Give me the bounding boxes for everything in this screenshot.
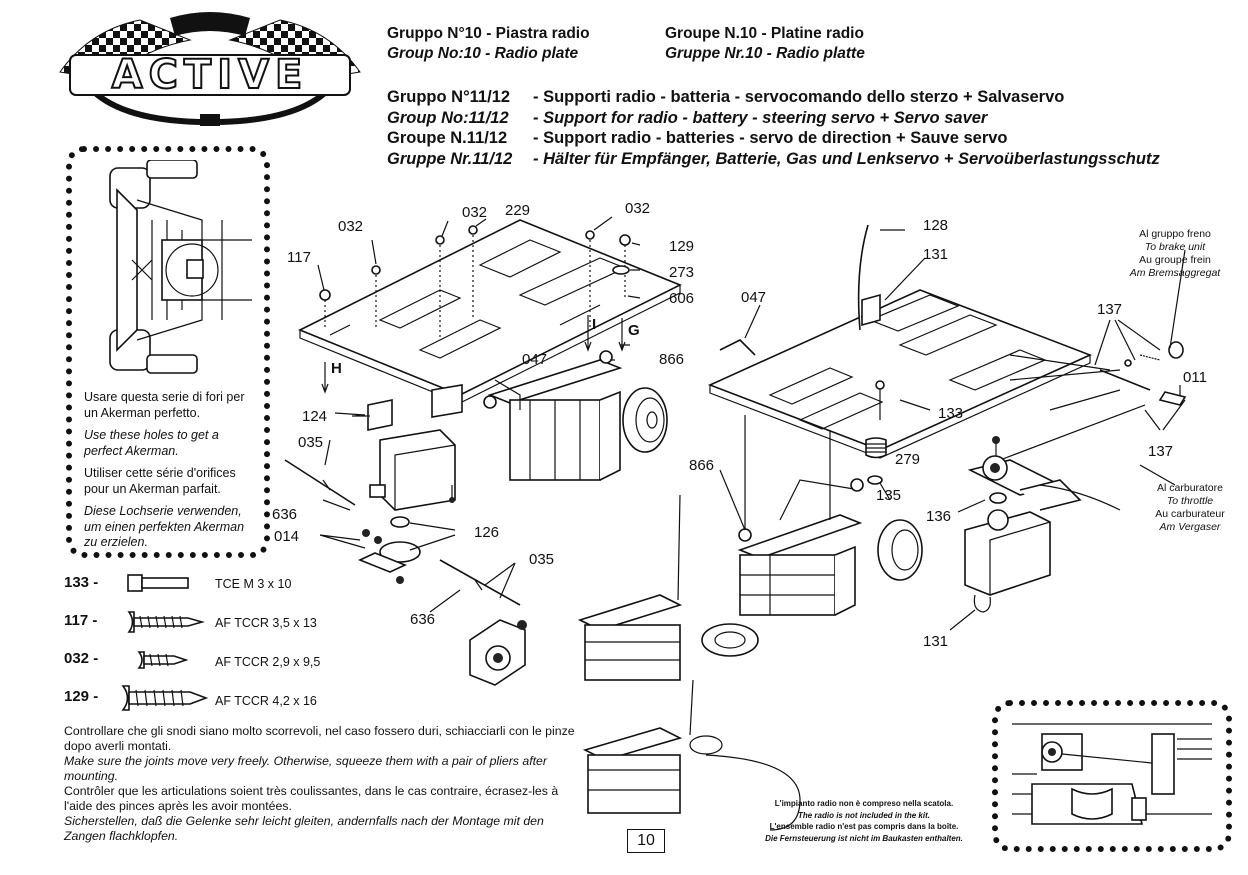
part-label-011: 011 [1183, 369, 1207, 386]
akerman-note-en: Use these holes to get a perfect Akerman… [84, 428, 219, 458]
arrow-label-g: G [628, 322, 640, 339]
part-label-129: 129 [669, 238, 695, 255]
part-label-032: 032 [338, 218, 364, 235]
part-label-124: 124 [302, 408, 328, 425]
throttle-note-en: To throttle [1166, 495, 1214, 507]
part-label-032: 032 [625, 200, 651, 217]
part-label-866: 866 [689, 457, 715, 474]
akerman-note-de: Diese Lochserie verwenden, um einen perf… [84, 504, 245, 549]
radio-not-included-note: L'impianto radio non è compreso nella sc… [752, 798, 976, 844]
akerman-detail-box: Usare questa serie di fori per un Akerma… [66, 146, 270, 558]
throttle-note-fr: Au carburateur [1155, 508, 1225, 520]
part-label-035: 035 [298, 434, 324, 451]
arrow-label-i: I [592, 316, 597, 333]
group10-title-it: Gruppo N°10 - Piastra radio [387, 25, 590, 42]
part-label-128: 128 [923, 217, 949, 234]
right-servo-assembly [964, 455, 1121, 613]
part-label-636: 636 [410, 611, 436, 628]
part-label-131: 131 [923, 633, 949, 650]
small-screw-icon [137, 651, 189, 669]
legend-desc-032: AF TCCR 2,9 x 9,5 [215, 655, 321, 669]
page-number: 10 [627, 829, 665, 853]
radio-note-it: L'impianto radio non è compreso nella sc… [774, 799, 954, 808]
battery-pack-right [737, 415, 923, 616]
part-label-133: 133 [938, 405, 964, 422]
socket-screw-icon [127, 574, 189, 592]
linkage-detail-box [992, 700, 1232, 852]
part-label-606: 606 [669, 290, 695, 307]
joint-note-de: Sicherstellen, daß die Gelenke sehr leic… [64, 814, 544, 843]
legend-code-129: 129 - [64, 688, 99, 705]
radio-note-de: Die Fernsteuerung ist nicht im Baukasten… [765, 833, 963, 843]
radio-note-en: The radio is not included in the kit. [797, 810, 930, 820]
akerman-note-fr: Utiliser cette série d'orifices pour un … [84, 466, 236, 496]
legend-code-117: 117 - [64, 612, 98, 629]
part-label-032: 032 [462, 204, 488, 221]
brake-note-it: Al gruppo freno [1139, 228, 1211, 240]
joint-note-fr: Contrôler que les articulations soient t… [64, 784, 559, 813]
part-label-137: 137 [1148, 443, 1174, 460]
left-plate-screws [317, 216, 641, 340]
group10-title-fr: Groupe N.10 - Platine radio [665, 25, 864, 42]
part-label-014: 014 [274, 528, 300, 545]
part-label-117: 117 [287, 249, 311, 266]
part-label-273: 273 [669, 264, 695, 281]
legend-code-032: 032 - [64, 650, 99, 667]
group11-row-de: Gruppe Nr.11/12- Hälter für Empfänger, B… [387, 149, 1160, 168]
joint-note-it: Controllare che gli snodi siano molto sc… [64, 724, 575, 753]
legend-desc-133: TCE M 3 x 10 [215, 577, 292, 591]
left-servo-assembly [284, 384, 527, 686]
self-tapping-screw-icon [127, 611, 205, 633]
right-radio-plate [707, 224, 1187, 485]
part-label-636: 636 [272, 506, 298, 523]
throttle-note-de: Am Vergaser [1159, 521, 1221, 533]
brake-unit-note: Al gruppo freno To brake unit Au groupe … [1110, 228, 1240, 280]
radio-note-fr: L'ensemble radio n'est pas compris dans … [769, 822, 959, 831]
part-label-035: 035 [529, 551, 555, 568]
receiver-boxes [577, 494, 801, 831]
group10-title-en: Group No:10 - Radio plate [387, 45, 579, 62]
joint-control-note: Controllare che gli snodi siano molto sc… [64, 724, 584, 844]
part-label-131: 131 [923, 246, 949, 263]
part-label-866: 866 [659, 351, 685, 368]
arrow-label-h: H [331, 360, 342, 377]
part-label-047: 047 [741, 289, 767, 306]
legend-code-133: 133 - [64, 574, 99, 591]
part-label-135: 135 [876, 487, 902, 504]
group11-row-it: Gruppo N°11/12- Supporti radio - batteri… [387, 88, 1065, 106]
group11-row-en: Group No:11/12- Support for radio - batt… [387, 108, 988, 127]
akerman-note: Usare questa serie di fori per un Akerma… [84, 390, 256, 551]
joint-note-en: Make sure the joints move very freely. O… [64, 754, 547, 783]
brand-logo: ACTIVE [50, 10, 370, 130]
part-label-137: 137 [1097, 301, 1123, 318]
battery-pack-left [483, 350, 668, 481]
brake-note-de: Am Bremsaggregat [1129, 267, 1221, 279]
throttle-note: Al carburatore To throttle Au carburateu… [1140, 482, 1240, 534]
group10-title-de: Gruppe Nr.10 - Radio platte [665, 45, 865, 62]
leader-lines [319, 229, 1186, 631]
legend-desc-129: AF TCCR 4,2 x 16 [215, 694, 317, 708]
part-label-047: 047 [522, 351, 548, 368]
part-label-136: 136 [926, 508, 952, 525]
throttle-note-it: Al carburatore [1157, 482, 1223, 494]
legend-desc-117: AF TCCR 3,5 x 13 [215, 616, 317, 630]
part-label-126: 126 [474, 524, 500, 541]
group11-table: Gruppo N°11/12- Supporti radio - batteri… [387, 87, 1160, 169]
screw-legend: 133 - TCE M 3 x 10 117 - AF TCCR 3,5 x 1… [60, 570, 360, 715]
front-chassis-illustration [109, 160, 252, 374]
brake-note-en: To brake unit [1144, 241, 1206, 253]
left-radio-plate [298, 219, 682, 404]
part-label-279: 279 [895, 451, 921, 468]
large-screw-icon [121, 685, 209, 711]
akerman-note-it: Usare questa serie di fori per un Akerma… [84, 390, 245, 420]
brake-note-fr: Au groupe frein [1139, 254, 1211, 266]
linkage-detail-illustration [1012, 723, 1212, 825]
part-label-229: 229 [505, 202, 531, 219]
logo-text: ACTIVE [111, 51, 309, 99]
group11-row-fr: Groupe N.11/12- Support radio - batterie… [387, 129, 1008, 147]
